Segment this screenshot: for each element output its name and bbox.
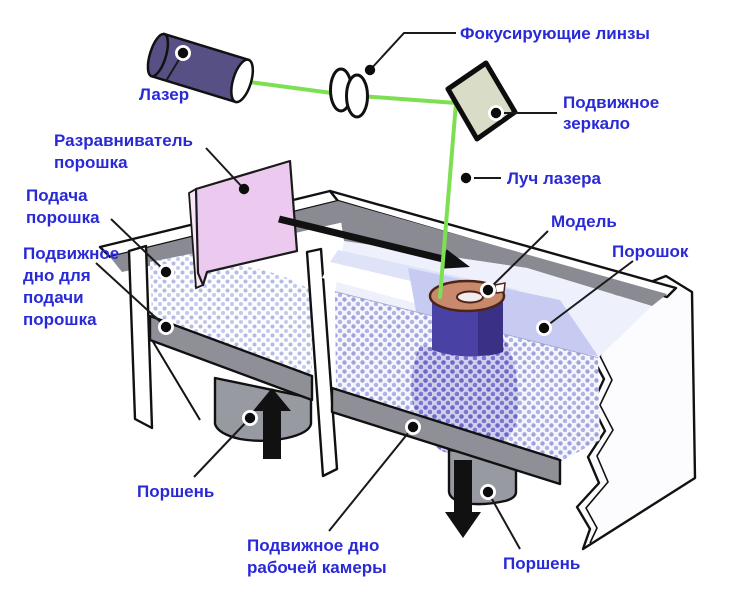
piston-up-arrow	[253, 388, 291, 459]
dot-model	[480, 282, 496, 298]
model-top-hole	[456, 290, 484, 304]
label-movable-bottom-feed: Подвижное дно для подачи порошка	[23, 244, 124, 329]
label-piston-right-line: Поршень	[503, 554, 580, 573]
label-movable-bottom-feed-line3: подачи	[23, 288, 84, 307]
piston-down-arrow	[445, 460, 481, 538]
back-rim-right	[328, 189, 678, 299]
leader-leveler	[205, 147, 245, 190]
leader-model	[487, 230, 549, 291]
label-powder: Порошок	[612, 242, 689, 261]
leader-bottom-chamber	[328, 426, 414, 532]
dot-bottom-chamber	[405, 419, 421, 435]
left-base-edge	[151, 339, 201, 421]
leader-powder-feed	[110, 218, 167, 273]
movable-mirror-plate	[445, 60, 518, 142]
label-powder-leveler-line1: Разравниватель	[54, 131, 193, 150]
label-movable-bottom-feed-line4: порошка	[23, 310, 97, 329]
label-focusing-lenses: Фокусирующие линзы	[460, 24, 650, 43]
feed-powder-bed	[150, 252, 312, 378]
leveler-plate	[194, 159, 299, 287]
label-model-line: Модель	[551, 212, 617, 231]
dot-powder-feed	[158, 264, 174, 280]
dot-piston-right	[480, 484, 496, 500]
dot-bottom-feed	[158, 319, 174, 335]
model-top-notch	[494, 282, 506, 294]
dot-laser	[175, 45, 191, 61]
model-body-shadow	[478, 300, 503, 356]
label-laser: Лазер	[139, 85, 189, 104]
label-powder-feed: Подача порошка	[26, 186, 100, 227]
label-piston-right: Поршень	[503, 554, 580, 573]
label-powder-leveler-line2: порошка	[54, 153, 128, 172]
back-wall-inner-face-right	[338, 201, 667, 306]
label-movable-bottom-chamber: Подвижное дно рабочей камеры	[247, 536, 387, 577]
label-powder-feed-line2: порошка	[26, 208, 100, 227]
label-movable-mirror-line2: зеркало	[563, 114, 630, 133]
leveler-direction-arrow	[278, 215, 470, 269]
label-movable-mirror: Подвижное зеркало	[563, 93, 664, 133]
feed-bottom-plate	[148, 314, 314, 402]
focusing-lenses-icon	[329, 67, 369, 119]
divider-wall	[305, 247, 339, 478]
dot-leveler	[238, 183, 250, 195]
label-powder-leveler: Разравниватель порошка	[54, 131, 198, 172]
label-piston-left: Поршень	[137, 482, 214, 501]
label-laser-beam-line: Луч лазера	[507, 169, 602, 188]
dot-powder	[536, 320, 552, 336]
label-powder-line: Порошок	[612, 242, 689, 261]
leader-piston-left	[193, 417, 251, 478]
dot-lenses	[364, 64, 376, 76]
left-wall	[127, 244, 154, 430]
label-movable-bottom-chamber-line2: рабочей камеры	[247, 558, 387, 577]
label-focusing-lenses-line: Фокусирующие линзы	[460, 24, 650, 43]
label-movable-mirror-line1: Подвижное	[563, 93, 659, 112]
laser-beam-path	[240, 79, 459, 299]
label-piston-left-line: Поршень	[137, 482, 214, 501]
leader-lines	[95, 32, 634, 550]
leader-bottom-feed	[95, 262, 167, 328]
dot-beam	[458, 170, 474, 186]
label-model: Модель	[551, 212, 617, 231]
label-movable-bottom-chamber-line1: Подвижное дно	[247, 536, 379, 555]
work-bottom-plate	[330, 386, 562, 486]
leader-focusing-lenses	[369, 32, 456, 71]
dot-mirror	[488, 105, 504, 121]
label-laser-line: Лазер	[139, 85, 189, 104]
label-laser-beam: Луч лазера	[507, 169, 602, 188]
leader-dots	[158, 45, 552, 500]
leader-piston-right	[487, 491, 521, 550]
dot-piston-left	[242, 410, 258, 426]
leader-powder	[543, 260, 634, 329]
label-powder-feed-line1: Подача	[26, 186, 88, 205]
label-movable-bottom-feed-line1: Подвижное	[23, 244, 119, 263]
label-movable-bottom-feed-line2: дно для	[23, 266, 91, 285]
